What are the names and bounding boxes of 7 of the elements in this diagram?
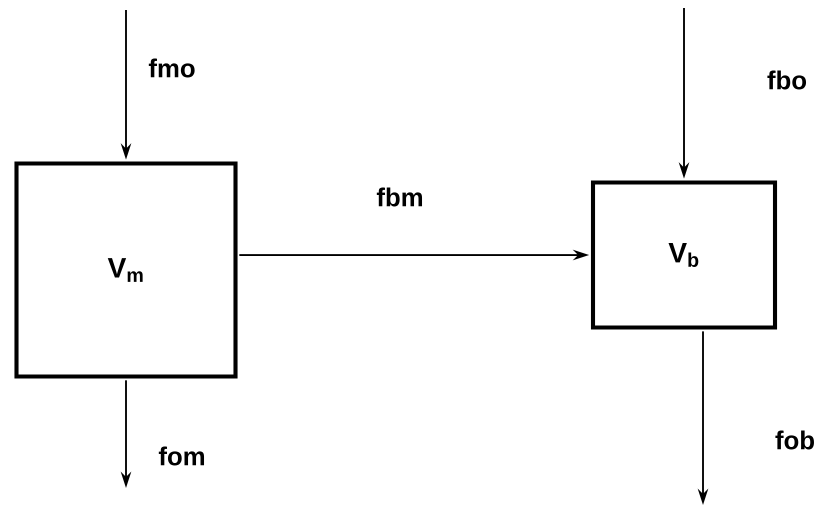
edge-label: fob	[775, 430, 814, 450]
process-box: V$_{m}$	[14, 161, 238, 379]
edge-label: fbo	[767, 70, 806, 90]
process-box: V$_{b}$	[590, 180, 778, 330]
edge-label: fom	[158, 446, 204, 466]
edge-label: fbm	[376, 188, 422, 206]
edge-label: fmo	[148, 58, 195, 78]
